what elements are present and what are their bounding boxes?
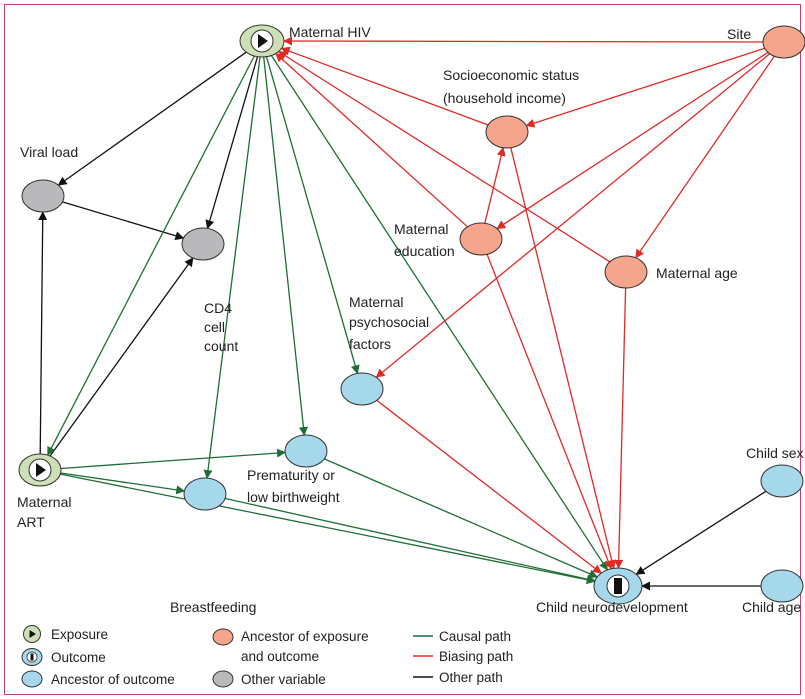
legend-other-variable: Other variable xyxy=(212,670,326,688)
legend-outcome-label: Outcome xyxy=(51,650,106,665)
edge-maternal-hiv-to-cd4 xyxy=(205,56,259,230)
node-child-sex: Child sex xyxy=(746,445,804,498)
edge-maternal-hiv-to-viral-load xyxy=(57,51,247,186)
edge-ses-to-child-neuro xyxy=(510,147,617,570)
legend-ancestor-exposure-outcome-line2: and outcome xyxy=(241,649,319,664)
label-maternal-hiv: Maternal HIV xyxy=(289,24,371,40)
edge-maternal-art-to-prematurity xyxy=(60,448,286,470)
play-icon xyxy=(36,463,46,477)
edge-maternal-age-to-maternal-hiv xyxy=(277,50,611,263)
legend-other-path-label: Other path xyxy=(439,670,503,685)
diagram-frame xyxy=(4,4,801,695)
legend-causal-path: Causal path xyxy=(413,629,511,644)
edge-maternal-hiv-to-psychosocial xyxy=(265,56,360,375)
legend-ancestor-exposure-outcome: Ancestor of exposure and outcome xyxy=(212,628,369,664)
label-maternal-art-line1: Maternal xyxy=(17,494,71,510)
node-cd4: CD4 cell count xyxy=(181,227,238,354)
legend-ancestor-exposure-outcome-line1: Ancestor of exposure xyxy=(241,629,369,644)
edge-maternal-hiv-to-prematurity xyxy=(263,56,308,436)
label-cd4-line1: CD4 xyxy=(204,300,232,316)
edge-maternal-age-to-child-neuro xyxy=(614,287,627,569)
node-maternal-hiv: Maternal HIV xyxy=(239,24,371,58)
label-ses-line2: (household income) xyxy=(443,90,566,106)
legend-exposure-label: Exposure xyxy=(51,627,108,642)
edge-maternal-hiv-to-maternal-art xyxy=(47,55,255,456)
label-viral-load: Viral load xyxy=(20,144,78,160)
node-prematurity: Prematurity or low birthweight xyxy=(247,434,340,505)
edge-site-to-maternal-age xyxy=(635,55,775,259)
edge-site-to-psychosocial xyxy=(375,53,771,378)
label-maternal-education-line2: education xyxy=(394,243,455,259)
label-child-sex: Child sex xyxy=(746,445,804,461)
label-ses-line1: Socioeconomic status xyxy=(443,67,579,83)
label-maternal-education-line1: Maternal xyxy=(394,221,448,237)
edge-psychosocial-to-child-neuro xyxy=(376,399,602,574)
label-psychosocial-line1: Maternal xyxy=(349,294,403,310)
node-maternal-education: Maternal education xyxy=(394,221,503,259)
pause-bar-icon xyxy=(614,578,622,594)
node-ses: Socioeconomic status (household income) xyxy=(443,67,579,149)
node-maternal-age: Maternal age xyxy=(604,255,738,289)
edge-site-to-ses xyxy=(525,47,765,128)
label-prematurity-line1: Prematurity or xyxy=(247,467,335,483)
edge-site-to-maternal-education xyxy=(496,51,769,230)
legend: Exposure Outcome Ancestor of outcome Anc… xyxy=(21,625,513,688)
legend-other-variable-label: Other variable xyxy=(241,672,326,687)
node-site: Site xyxy=(727,25,805,59)
legend-biasing-path-label: Biasing path xyxy=(439,649,513,664)
node-child-age: Child age xyxy=(742,569,804,615)
node-breastfeeding: Breastfeeding xyxy=(170,477,256,615)
edge-site-to-maternal-hiv xyxy=(283,36,764,46)
label-maternal-art-line2: ART xyxy=(17,514,45,530)
label-site: Site xyxy=(727,26,751,42)
legend-ancestor-outcome: Ancestor of outcome xyxy=(21,670,175,688)
node-maternal-art: Maternal ART xyxy=(17,453,71,530)
label-child-neuro: Child neurodevelopment xyxy=(536,599,688,615)
play-icon xyxy=(258,34,268,48)
edge-maternal-education-to-child-neuro xyxy=(486,254,613,570)
edges-layer xyxy=(38,36,775,591)
nodes-layer: Maternal HIV Site Socioeconomic status (… xyxy=(17,24,805,615)
edge-maternal-education-to-ses xyxy=(484,146,506,224)
legend-exposure: Exposure xyxy=(23,625,108,643)
label-psychosocial-line2: psychosocial xyxy=(349,314,429,330)
edge-prematurity-to-child-neuro xyxy=(324,458,599,578)
edge-viral-load-to-cd4 xyxy=(62,201,185,241)
play-icon xyxy=(29,630,36,638)
legend-outcome: Outcome xyxy=(21,648,106,666)
legend-ancestor-outcome-label: Ancestor of outcome xyxy=(51,672,175,687)
node-viral-load: Viral load xyxy=(20,144,78,213)
legend-biasing-path: Biasing path xyxy=(413,649,513,664)
edge-maternal-art-to-child-neuro xyxy=(60,473,596,585)
legend-causal-path-label: Causal path xyxy=(439,629,511,644)
label-breastfeeding: Breastfeeding xyxy=(170,599,256,615)
edge-maternal-hiv-to-breastfeeding xyxy=(203,56,261,479)
pause-bar-icon xyxy=(30,653,34,661)
label-child-age: Child age xyxy=(742,599,801,615)
edge-ses-to-maternal-hiv xyxy=(280,46,489,126)
label-psychosocial-line3: factors xyxy=(349,336,391,352)
edge-child-sex-to-child-neuro xyxy=(635,490,767,575)
label-prematurity-line2: low birthweight xyxy=(247,489,340,505)
label-cd4-line3: count xyxy=(204,338,238,354)
edge-maternal-art-to-viral-load xyxy=(38,211,48,455)
label-maternal-age: Maternal age xyxy=(656,265,738,281)
edge-maternal-art-to-breastfeeding xyxy=(60,472,186,495)
legend-other-path: Other path xyxy=(413,670,503,685)
label-cd4-line2: cell xyxy=(204,319,225,335)
edge-breastfeeding-to-child-neuro xyxy=(225,497,596,584)
edge-maternal-hiv-to-child-neuro xyxy=(270,55,608,571)
node-child-neuro: Child neurodevelopment xyxy=(536,567,688,615)
edge-maternal-education-to-maternal-hiv xyxy=(275,52,468,228)
node-psychosocial: Maternal psychosocial factors xyxy=(340,294,429,406)
edge-maternal-art-to-cd4 xyxy=(49,257,194,457)
